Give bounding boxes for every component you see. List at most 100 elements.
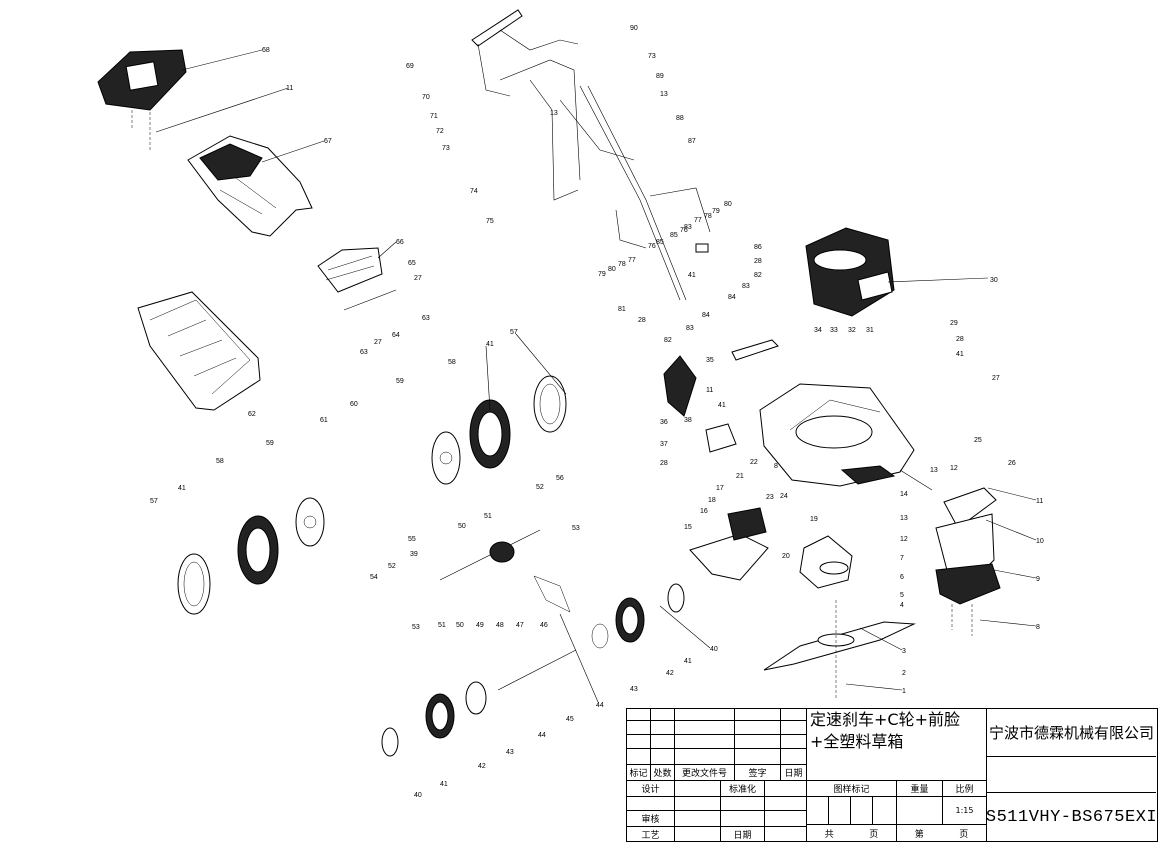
part-label: 4 — [900, 602, 904, 609]
part-label: 76 — [680, 227, 688, 234]
part-label: 48 — [496, 622, 504, 629]
part-label: 56 — [556, 475, 564, 482]
part-label: 83 — [684, 224, 692, 231]
part-label: 59 — [396, 378, 404, 385]
part-label: 63 — [422, 315, 430, 322]
part-label: 42 — [666, 670, 674, 677]
part-label: 51 — [484, 513, 492, 520]
date-label: 日期 — [721, 827, 765, 841]
part-label: 53 — [412, 624, 420, 631]
part-label: 33 — [830, 327, 838, 334]
part-label: 40 — [414, 792, 422, 799]
part-label: 62 — [248, 411, 256, 418]
header-count: 处数 — [651, 765, 675, 781]
design-label: 设计 — [627, 781, 675, 797]
part-label: 79 — [712, 208, 720, 215]
drive-axle-assembly — [439, 529, 577, 691]
part-label: 81 — [618, 306, 626, 313]
front-wheel-assemblies — [381, 583, 685, 757]
part-label: 19 — [810, 516, 818, 523]
front-bracket-parts — [799, 487, 1001, 636]
description-line-2: +全塑料草箱 — [810, 732, 904, 751]
part-label: 79 — [598, 271, 606, 278]
process-label: 工艺 — [627, 827, 675, 841]
part-label: 9 — [1036, 576, 1040, 583]
part-label: 74 — [470, 188, 478, 195]
part-label: 17 — [716, 485, 724, 492]
sheet-number: 第 页 — [897, 825, 987, 841]
part-label: 28 — [638, 317, 646, 324]
part-label: 83 — [686, 325, 694, 332]
part-label: 61 — [320, 417, 328, 424]
header-change-doc: 更改文件号 — [675, 765, 735, 781]
part-label: 86 — [754, 244, 762, 251]
part-label: 72 — [436, 128, 444, 135]
part-label: 41 — [956, 351, 964, 358]
part-label: 41 — [440, 781, 448, 788]
rear-wheel-left-assembly — [177, 497, 325, 615]
review-label: 审核 — [627, 811, 675, 827]
drawing-mark-label: 图样标记 — [807, 781, 897, 797]
part-label: 52 — [536, 484, 544, 491]
part-label: 58 — [216, 458, 224, 465]
standard-label: 标准化 — [721, 781, 765, 797]
part-label: 35 — [706, 357, 714, 364]
part-label: 5 — [900, 592, 904, 599]
part-label: 12 — [950, 465, 958, 472]
sheet-unit: 页 — [959, 829, 969, 840]
blade-part — [763, 600, 916, 700]
drawing-number: S511VHY-BS675EXI — [987, 807, 1156, 827]
part-label: 71 — [430, 113, 438, 120]
part-label: 53 — [572, 525, 580, 532]
part-label: 42 — [478, 763, 486, 770]
part-label: 25 — [974, 437, 982, 444]
part-label: 11 — [706, 387, 713, 394]
part-label: 44 — [538, 732, 546, 739]
part-label: 50 — [458, 523, 466, 530]
part-label: 27 — [374, 339, 382, 346]
part-label: 58 — [448, 359, 456, 366]
part-label: 27 — [414, 275, 422, 282]
part-label: 28 — [660, 460, 668, 467]
part-label: 51 — [438, 622, 446, 629]
description-line-1: 定速刹车+C轮+前脸 — [810, 710, 960, 729]
part-label: 1 — [902, 688, 906, 695]
part-label: 49 — [476, 622, 484, 629]
part-label: 7 — [900, 555, 904, 562]
part-label: 41 — [688, 272, 696, 279]
part-label: 41 — [178, 485, 186, 492]
part-label: 73 — [648, 53, 656, 60]
lower-handle-part — [579, 85, 711, 301]
part-label: 11 — [286, 85, 293, 92]
part-label: 43 — [506, 749, 514, 756]
part-label: 36 — [660, 419, 668, 426]
part-label: 66 — [396, 239, 404, 246]
part-label: 55 — [408, 536, 416, 543]
part-label: 22 — [750, 459, 758, 466]
part-label: 28 — [956, 336, 964, 343]
part-label: 68 — [262, 47, 270, 54]
sheet-label: 第 — [914, 829, 924, 840]
part-label: 44 — [596, 702, 604, 709]
part-label: 3 — [902, 648, 906, 655]
part-number-labels: 68 11 67 66 65 27 63 64 63 27 62 69 90 7… — [150, 25, 1044, 799]
part-label: 41 — [684, 658, 692, 665]
part-label: 59 — [266, 440, 274, 447]
part-label: 78 — [704, 213, 712, 220]
part-label: 67 — [324, 138, 332, 145]
part-label: 75 — [486, 218, 494, 225]
grass-box-lid-part — [97, 49, 187, 150]
part-label: 28 — [754, 258, 762, 265]
part-label: 73 — [442, 145, 450, 152]
part-label: 24 — [780, 493, 788, 500]
part-label: 13 — [930, 467, 938, 474]
part-label: 83 — [742, 283, 750, 290]
part-label: 2 — [902, 670, 906, 677]
part-label: 40 — [710, 646, 718, 653]
part-label: 20 — [782, 553, 790, 560]
part-label: 90 — [630, 25, 638, 32]
part-label: 18 — [708, 497, 716, 504]
part-label: 57 — [510, 329, 518, 336]
part-label: 14 — [900, 491, 908, 498]
part-label: 8 — [1036, 624, 1040, 631]
